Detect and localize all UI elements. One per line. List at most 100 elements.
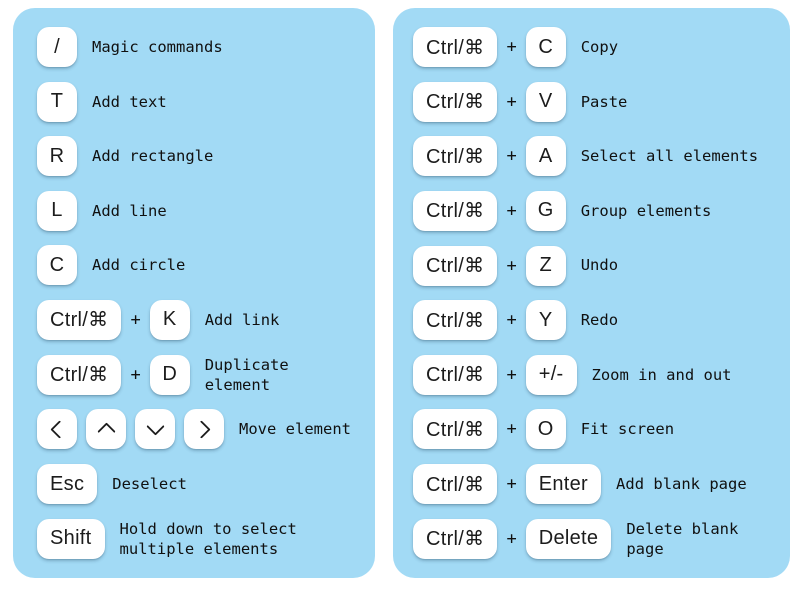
key-combo: Ctrl/⌘+Z <box>413 245 566 286</box>
shortcut-description: Paste <box>580 92 628 111</box>
key-d: D <box>149 354 190 395</box>
shortcut-description: Delete blank page <box>626 519 739 558</box>
key-ctrl-cmd: Ctrl/⌘ <box>413 190 498 231</box>
key-ctrl-cmd: Ctrl/⌘ <box>37 354 122 395</box>
shortcut-row: Shift Hold down to select multiple elemen… <box>37 518 363 559</box>
plus-separator: + <box>506 37 517 57</box>
shortcut-description: Duplicate element <box>204 355 289 394</box>
key-combo: Ctrl/⌘ + Enter <box>413 464 602 504</box>
shortcut-description: Redo <box>580 311 619 330</box>
key-combo: Ctrl/⌘+C <box>413 27 566 67</box>
key-c: C <box>525 27 566 67</box>
chevron-down-icon <box>145 417 165 437</box>
key-arrow-left <box>37 409 77 450</box>
shortcut-row: Ctrl/⌘ + D Duplicate element <box>37 354 363 395</box>
key-delete: Delete <box>525 518 612 559</box>
plus-separator: + <box>506 310 517 331</box>
plus-separator: + <box>506 200 517 221</box>
key-combo: Ctrl/⌘ + +/- <box>413 354 577 395</box>
key-t: T <box>37 81 77 122</box>
shortcut-row: Ctrl/⌘ + Delete Delete blank page <box>413 518 778 559</box>
shortcut-row: Move element <box>37 409 363 450</box>
key-combo: / <box>37 27 77 67</box>
key-combo: Ctrl/⌘ + K <box>37 299 190 340</box>
shortcut-row: Ctrl/⌘ + A Select all elements <box>413 136 778 177</box>
key-arrow-right <box>184 409 224 450</box>
key-plus-minus: +/- <box>525 354 577 395</box>
key-combo: C <box>37 245 77 286</box>
key-y: Y <box>525 300 566 341</box>
plus-separator: + <box>506 91 517 112</box>
key-ctrl-cmd: Ctrl/⌘ <box>413 136 498 177</box>
key-k: K <box>149 299 190 340</box>
key-r: R <box>37 136 77 177</box>
shortcut-description: Undo <box>580 256 619 275</box>
key-ctrl-cmd: Ctrl/⌘ <box>413 245 498 286</box>
shortcut-description: Add rectangle <box>92 147 214 166</box>
key-ctrl-cmd: Ctrl/⌘ <box>413 300 498 341</box>
shortcut-description: Move element <box>239 420 351 439</box>
plus-separator: + <box>130 364 141 385</box>
key-l: L <box>37 190 77 231</box>
key-ctrl-cmd: Ctrl/⌘ <box>413 354 498 395</box>
shortcut-description: Select all elements <box>580 147 759 166</box>
plus-separator: + <box>506 419 517 440</box>
chevron-up-icon <box>96 422 116 442</box>
shortcut-description: Fit screen <box>580 420 675 439</box>
key-g: G <box>525 190 566 231</box>
key-combo: Ctrl/⌘ + G <box>413 190 566 231</box>
shortcut-description: Magic commands <box>92 37 223 56</box>
key-combo: Esc <box>37 464 98 505</box>
key-ctrl-cmd: Ctrl/⌘ <box>413 81 498 122</box>
key-o: O <box>525 409 566 450</box>
key-a: A <box>525 136 566 177</box>
key-ctrl-cmd: Ctrl/⌘ <box>413 464 498 504</box>
key-arrow-up <box>86 409 126 450</box>
shortcut-row: Ctrl/⌘++/-Zoom in and out <box>413 354 778 395</box>
key-arrow-down <box>135 409 175 450</box>
plus-separator: + <box>506 364 517 385</box>
shortcut-row: Ctrl/⌘ + Y Redo <box>413 300 778 341</box>
shortcut-description: Add circle <box>92 256 186 275</box>
key-esc: Esc <box>37 464 98 505</box>
key-v: V <box>525 81 566 122</box>
plus-separator: + <box>130 309 141 330</box>
chevron-right-icon <box>192 420 211 439</box>
key-ctrl-cmd: Ctrl/⌘ <box>413 409 498 450</box>
key-combo: Ctrl/⌘ + D <box>37 354 190 395</box>
key-combo: R <box>37 136 77 177</box>
plus-separator: + <box>506 528 517 549</box>
shortcut-row: Ctrl/⌘ + V Paste <box>413 81 778 122</box>
shortcut-description: Copy <box>580 37 619 56</box>
key-combo: L <box>37 190 77 231</box>
shortcut-row: C Add circle <box>37 245 363 286</box>
key-combo: Shift <box>37 518 105 559</box>
key-combo: Ctrl/⌘ + O <box>413 409 566 450</box>
plus-separator: + <box>506 255 517 276</box>
key-c: C <box>37 245 77 286</box>
shortcut-description: Add line <box>92 201 167 220</box>
key-enter: Enter <box>525 464 602 504</box>
key-ctrl-cmd: Ctrl/⌘ <box>413 518 498 559</box>
chevron-left-icon <box>50 420 69 439</box>
key-ctrl-cmd: Ctrl/⌘ <box>37 299 122 340</box>
key-shift: Shift <box>37 518 105 559</box>
plus-separator: + <box>506 474 517 494</box>
key-combo: Ctrl/⌘ + Delete <box>413 518 612 559</box>
shortcut-row: Ctrl/⌘ + O Fit screen <box>413 409 778 450</box>
shortcut-description: Group elements <box>580 201 712 220</box>
key-slash: / <box>37 27 77 67</box>
plus-separator: + <box>506 146 517 167</box>
key-combo: Ctrl/⌘ + A <box>413 136 566 177</box>
shortcut-description: Hold down to select multiple elements <box>119 519 297 558</box>
key-combo: Ctrl/⌘ + Y <box>413 300 566 341</box>
shortcut-row: R Add rectangle <box>37 136 363 177</box>
shortcut-description: Deselect <box>112 474 187 493</box>
key-combo: Ctrl/⌘ + V <box>413 81 566 122</box>
shortcut-description: Add link <box>204 310 280 329</box>
